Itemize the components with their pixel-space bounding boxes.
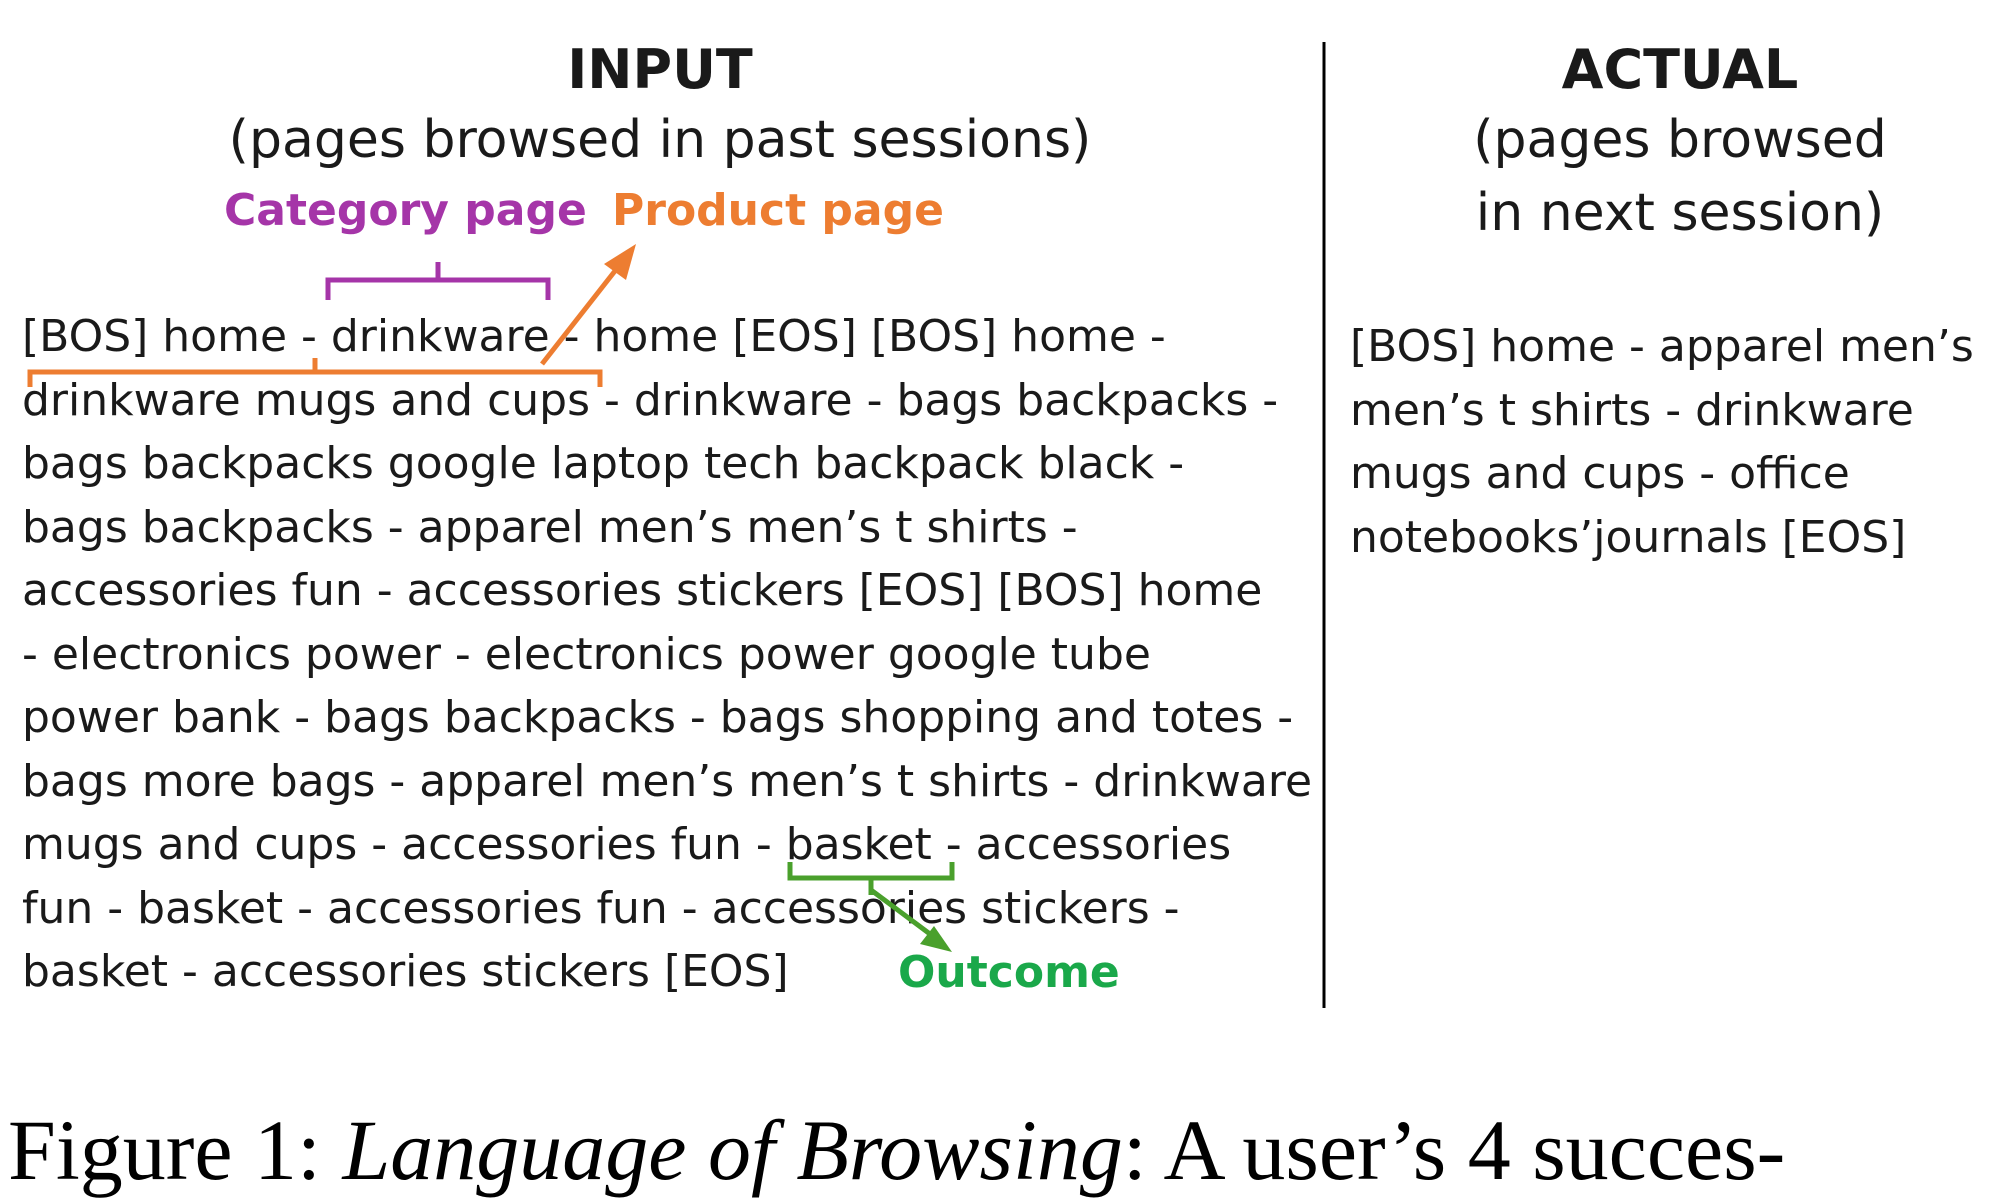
input-line: bags backpacks google laptop tech backpa… [22,438,1185,489]
input-line: bags backpacks - apparel men’s men’s t s… [22,501,1078,553]
input-line: basket - accessories stickers [EOS] [22,946,789,997]
category-bracket [325,262,551,300]
product-bracket [27,358,603,387]
actual-subtitle-line-2: in next session) [1475,183,1885,243]
actual-title: ACTUAL [1561,38,1799,101]
input-line: [BOS] home - drinkware - home [EOS] [BOS… [22,311,1166,362]
input-subtitle: (pages browsed in past sessions) [228,110,1092,170]
figure-caption: Figure 1: Language of Browsing: A user’s… [8,1100,1785,1200]
caption-prefix: Figure 1: [8,1102,321,1198]
input-line: drinkware mugs and cups - drinkware - ba… [22,374,1279,426]
actual-line: mugs and cups - office [1350,448,1850,499]
caption-rest: : A user’s 4 succes- [1122,1102,1786,1198]
product-page-label: Product page [612,185,944,236]
product-arrow-line [540,260,624,366]
input-line: - electronics power - electronics power … [22,628,1151,680]
input-title: INPUT [567,38,753,101]
outcome-arrow-head [920,926,952,952]
input-line: mugs and cups - accessories fun - basket… [22,819,1232,870]
outcome-label: Outcome [898,947,1120,998]
actual-subtitle-line-1: (pages browsed [1473,110,1887,170]
caption-emphasis: Language of Browsing [342,1102,1123,1198]
input-line: bags more bags - apparel men’s men’s t s… [22,755,1313,807]
product-arrow-head [604,244,636,280]
input-line: accessories fun - accessories stickers [… [22,565,1263,616]
actual-line: men’s t shirts - drinkware [1350,384,1914,436]
actual-line: notebooks’journals [EOS] [1350,511,1907,563]
actual-sequence: [BOS] home - apparel men’s men’s t shirt… [1350,315,1974,569]
actual-line: [BOS] home - apparel men’s [1350,321,1974,372]
input-line: power bank - bags backpacks - bags shopp… [22,692,1294,743]
category-page-label: Category page [224,185,587,236]
outcome-arrow-line [869,887,940,943]
input-sequence: [BOS] home - drinkware - home [EOS] [BOS… [22,305,1312,1004]
input-line: fun - basket - accessories fun - accesso… [22,882,1180,934]
